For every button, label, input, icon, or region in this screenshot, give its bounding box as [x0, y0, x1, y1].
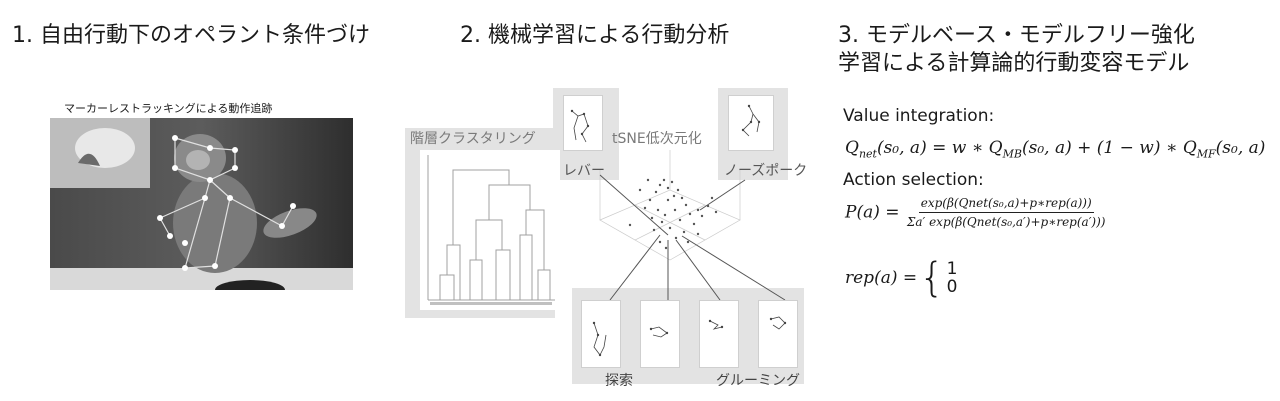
softmax-numerator: exp(β(Qnet(s₀,a)+p∗rep(a))) [918, 196, 1094, 213]
tsne-label: tSNE低次元化 [612, 131, 702, 147]
softmax-equation: P(a) = exp(β(Qnet(s₀,a)+p∗rep(a))) Σa′ e… [845, 196, 1108, 229]
explore-thumbnail-2 [640, 300, 680, 368]
grooming-thumbnail-2 [758, 300, 798, 368]
rep-value-1: 1 [946, 259, 958, 279]
section3-title-line1: 3. モデルベース・モデルフリー強化 [838, 23, 1195, 48]
tsne-scatter [590, 150, 750, 285]
nosepoke-label: ノーズポーク [724, 163, 808, 179]
dendrogram-label: 階層クラスタリング [410, 131, 536, 147]
softmax-denominator: Σa′ exp(β(Qnet(s₀,a′)+p∗rep(a′))) [906, 215, 1106, 229]
photo-caption: マーカーレストラッキングによる動作追跡 [64, 102, 273, 115]
brace-symbol: { [919, 255, 945, 301]
explore-label: 探索 [605, 373, 633, 389]
dendrogram-chart [420, 150, 560, 310]
monkey-tracking-image [50, 118, 353, 290]
section1-title: 1. 自由行動下のオペラント条件づけ [12, 23, 370, 48]
nosepoke-thumbnail [728, 95, 774, 151]
section2-title: 2. 機械学習による行動分析 [460, 23, 730, 48]
rep-equation: rep(a) = { 1 0 [845, 255, 958, 301]
tracking-photo [50, 118, 353, 290]
rep-value-2: 0 [946, 277, 958, 297]
explore-thumbnail-1 [581, 300, 621, 368]
action-selection-heading: Action selection: [843, 170, 984, 190]
lever-label: レバー [563, 163, 605, 179]
grooming-thumbnail-1 [699, 300, 739, 368]
lever-thumbnail [563, 95, 603, 151]
value-integration-equation: Qnet(s₀, a) = w ∗ QMB(s₀, a) + (1 − w) ∗… [845, 138, 1266, 161]
softmax-fraction: exp(β(Qnet(s₀,a)+p∗rep(a))) Σa′ exp(β(Qn… [905, 196, 1108, 229]
section3-title-line2: 学習による計算論的行動変容モデル [838, 51, 1190, 76]
value-integration-heading: Value integration: [843, 106, 995, 126]
grooming-label: グルーミング [716, 373, 800, 389]
